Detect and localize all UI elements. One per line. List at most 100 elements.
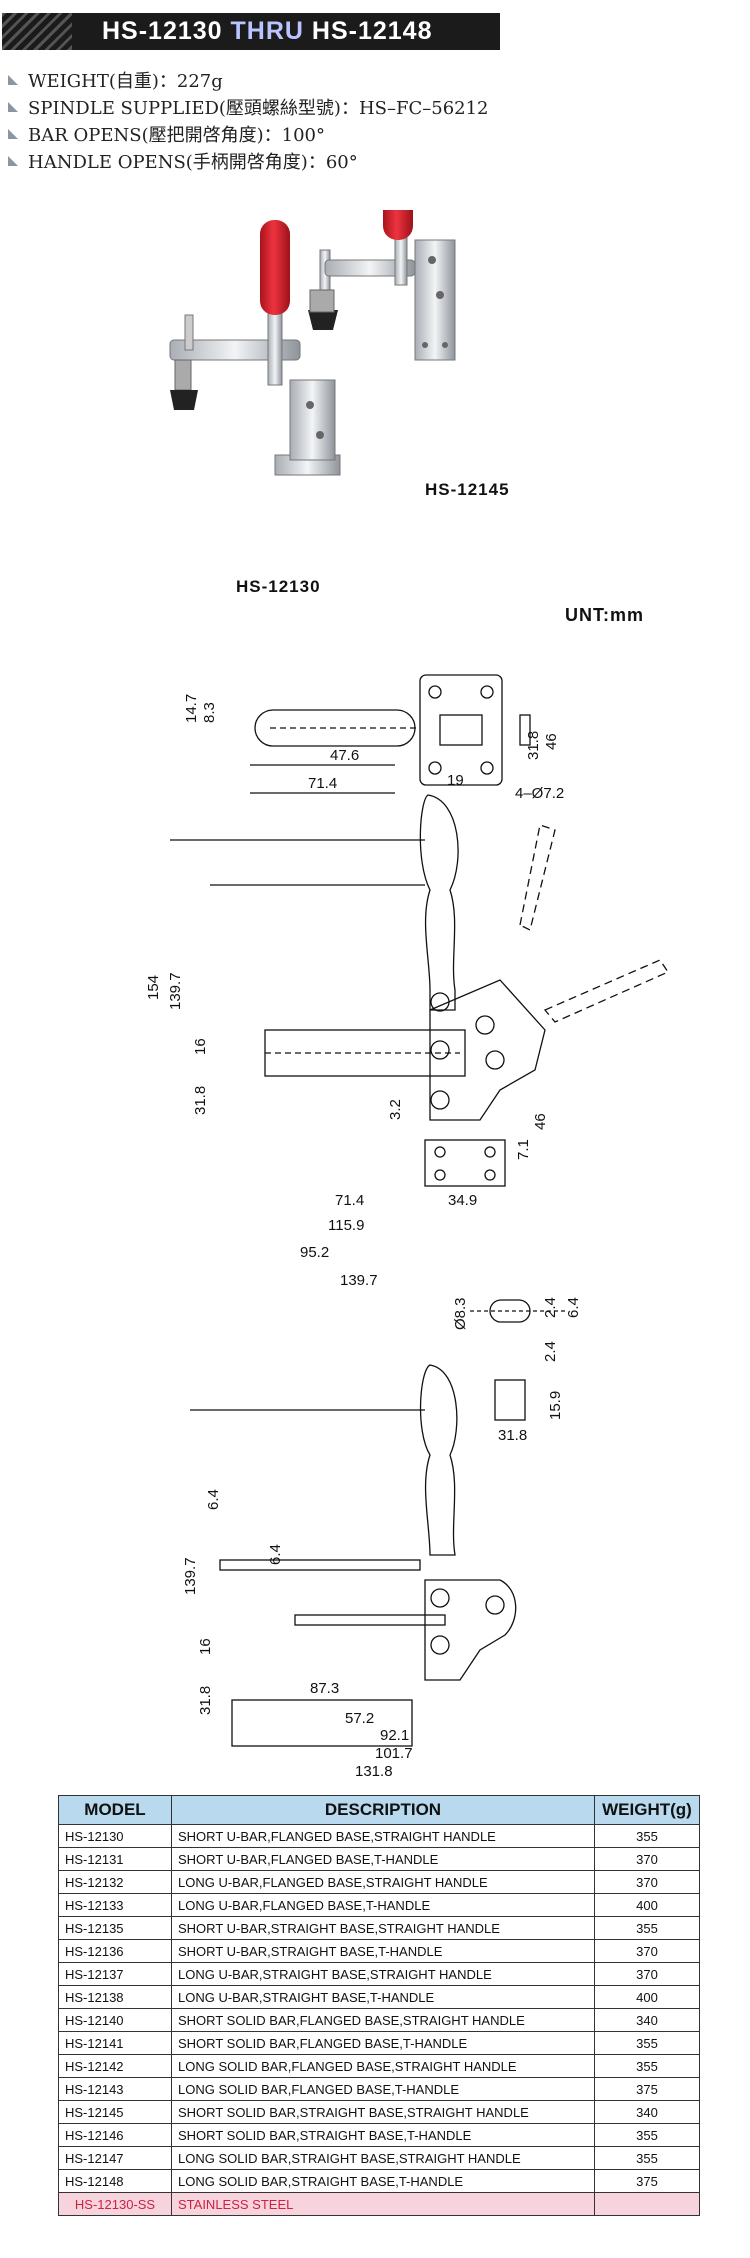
- title-banner: HS-12130 THRU HS-12148: [2, 13, 500, 50]
- col-weight-header: WEIGHT(g): [594, 1795, 700, 1825]
- title-stripes-decoration: [2, 13, 72, 50]
- cell-model: HS-12142: [58, 2054, 172, 2078]
- dim-lower-139-7: 139.7: [182, 1557, 199, 1595]
- cell-description: LONG U-BAR,FLANGED BASE,STRAIGHT HANDLE: [171, 1870, 595, 1894]
- dim-lower-131-8: 131.8: [355, 1763, 393, 1780]
- cell-model: HS-12148: [58, 2169, 172, 2193]
- dim-detail-2-4b: 2.4: [542, 1341, 559, 1362]
- lower-view-drawing: [190, 1364, 517, 1747]
- cell-weight: 375: [594, 2169, 700, 2193]
- photo-label-hs12145: HS-12145: [425, 480, 510, 499]
- spec-weight: WEIGHT(自重)：227g: [8, 67, 223, 93]
- bullet-triangle-icon: [8, 129, 18, 139]
- cell-weight: 355: [594, 2146, 700, 2170]
- dim-side-16: 16: [192, 1038, 209, 1055]
- dim-side-71-4: 71.4: [335, 1192, 364, 1209]
- spec-weight-text: WEIGHT(自重)：227g: [28, 71, 223, 92]
- clamp-photo-hs12145: [308, 210, 456, 361]
- table-header-row: MODEL DESCRIPTION WEIGHT(g): [58, 1795, 700, 1825]
- top-view-drawing: [250, 674, 531, 794]
- spec-handle-opens: HANDLE OPENS(手柄開啓角度)：60°: [8, 148, 358, 174]
- cell-description: SHORT U-BAR,STRAIGHT BASE,T-HANDLE: [171, 1939, 595, 1963]
- dim-side-34-9: 34.9: [448, 1192, 477, 1209]
- bullet-triangle-icon: [8, 75, 18, 85]
- cell-model: HS-12131: [58, 1847, 172, 1871]
- dim-detail-2-4: 2.4: [542, 1297, 559, 1318]
- page-title: HS-12130 THRU HS-12148: [102, 13, 433, 50]
- cell-weight: 355: [594, 2123, 700, 2147]
- cell-model: HS-12137: [58, 1962, 172, 1986]
- dim-side-3-2: 3.2: [387, 1099, 404, 1120]
- cell-description: SHORT SOLID BAR,STRAIGHT BASE,STRAIGHT H…: [171, 2100, 595, 2124]
- cell-weight: 340: [594, 2008, 700, 2032]
- dim-lower-6-4b: 6.4: [267, 1544, 284, 1565]
- title-thru: THRU: [230, 17, 304, 45]
- dim-detail-15-9: 15.9: [547, 1391, 564, 1420]
- dim-lower-16: 16: [197, 1638, 214, 1655]
- dim-side-139-7: 139.7: [167, 972, 184, 1010]
- cell-description: LONG SOLID BAR,FLANGED BASE,T-HANDLE: [171, 2077, 595, 2101]
- cell-description: SHORT U-BAR,FLANGED BASE,T-HANDLE: [171, 1847, 595, 1871]
- unit-label: UNT:mm: [565, 605, 645, 625]
- spec-handle-opens-text: HANDLE OPENS(手柄開啓角度)：60°: [28, 152, 358, 173]
- cell-description: LONG SOLID BAR,STRAIGHT BASE,STRAIGHT HA…: [171, 2146, 595, 2170]
- dim-top-71-4: 71.4: [308, 775, 337, 792]
- cell-weight: 370: [594, 1962, 700, 1986]
- cell-weight: [594, 2192, 700, 2216]
- photo-label-hs12130: HS-12130: [236, 577, 321, 596]
- dimension-labels: 14.7 8.3 47.6 71.4 19 31.8 46 4–Ø7.2 154…: [145, 694, 582, 1780]
- dim-lower-87-3: 87.3: [310, 1680, 339, 1697]
- clamp-photo-hs12130: [169, 220, 341, 476]
- bullet-triangle-icon: [8, 102, 18, 112]
- cell-weight: 400: [594, 1985, 700, 2009]
- col-model-header: MODEL: [58, 1795, 172, 1825]
- cell-model: HS-12135: [58, 1916, 172, 1940]
- cell-description: LONG SOLID BAR,FLANGED BASE,STRAIGHT HAN…: [171, 2054, 595, 2078]
- cell-model: HS-12140: [58, 2008, 172, 2032]
- dim-top-47-6: 47.6: [330, 747, 359, 764]
- title-model-to: HS-12148: [303, 17, 433, 45]
- dim-side-115-9: 115.9: [328, 1217, 364, 1234]
- cell-model: HS-12145: [58, 2100, 172, 2124]
- cell-weight: 355: [594, 2054, 700, 2078]
- cell-model: HS-12130: [58, 1824, 172, 1848]
- cell-weight: 370: [594, 1939, 700, 1963]
- cell-description: SHORT U-BAR,STRAIGHT BASE,STRAIGHT HANDL…: [171, 1916, 595, 1940]
- cell-model: HS-12147: [58, 2146, 172, 2170]
- cell-description: LONG U-BAR,STRAIGHT BASE,STRAIGHT HANDLE: [171, 1962, 595, 1986]
- cell-model: HS-12136: [58, 1939, 172, 1963]
- bullet-triangle-icon: [8, 156, 18, 166]
- dim-lower-92-1: 92.1: [380, 1727, 409, 1744]
- dim-lower-31-8: 31.8: [197, 1686, 214, 1715]
- dim-side-139-7b: 139.7: [340, 1272, 378, 1289]
- cell-description: SHORT SOLID BAR,STRAIGHT BASE,T-HANDLE: [171, 2123, 595, 2147]
- cell-model: HS-12146: [58, 2123, 172, 2147]
- dim-side-31-8: 31.8: [192, 1086, 209, 1115]
- cell-model: HS-12138: [58, 1985, 172, 2009]
- cell-weight: 355: [594, 1916, 700, 1940]
- title-model-from: HS-12130: [102, 17, 231, 45]
- spec-bar-opens-text: BAR OPENS(壓把開啓角度)：100°: [28, 125, 325, 146]
- cell-description: SHORT U-BAR,FLANGED BASE,STRAIGHT HANDLE: [171, 1824, 595, 1848]
- dim-lower-6-4: 6.4: [205, 1489, 222, 1510]
- cell-model: HS-12133: [58, 1893, 172, 1917]
- cell-weight: 370: [594, 1870, 700, 1894]
- cell-weight: 355: [594, 1824, 700, 1848]
- dim-top-31-8: 31.8: [525, 731, 542, 760]
- cell-model: HS-12132: [58, 1870, 172, 1894]
- cell-description: SHORT SOLID BAR,FLANGED BASE,STRAIGHT HA…: [171, 2008, 595, 2032]
